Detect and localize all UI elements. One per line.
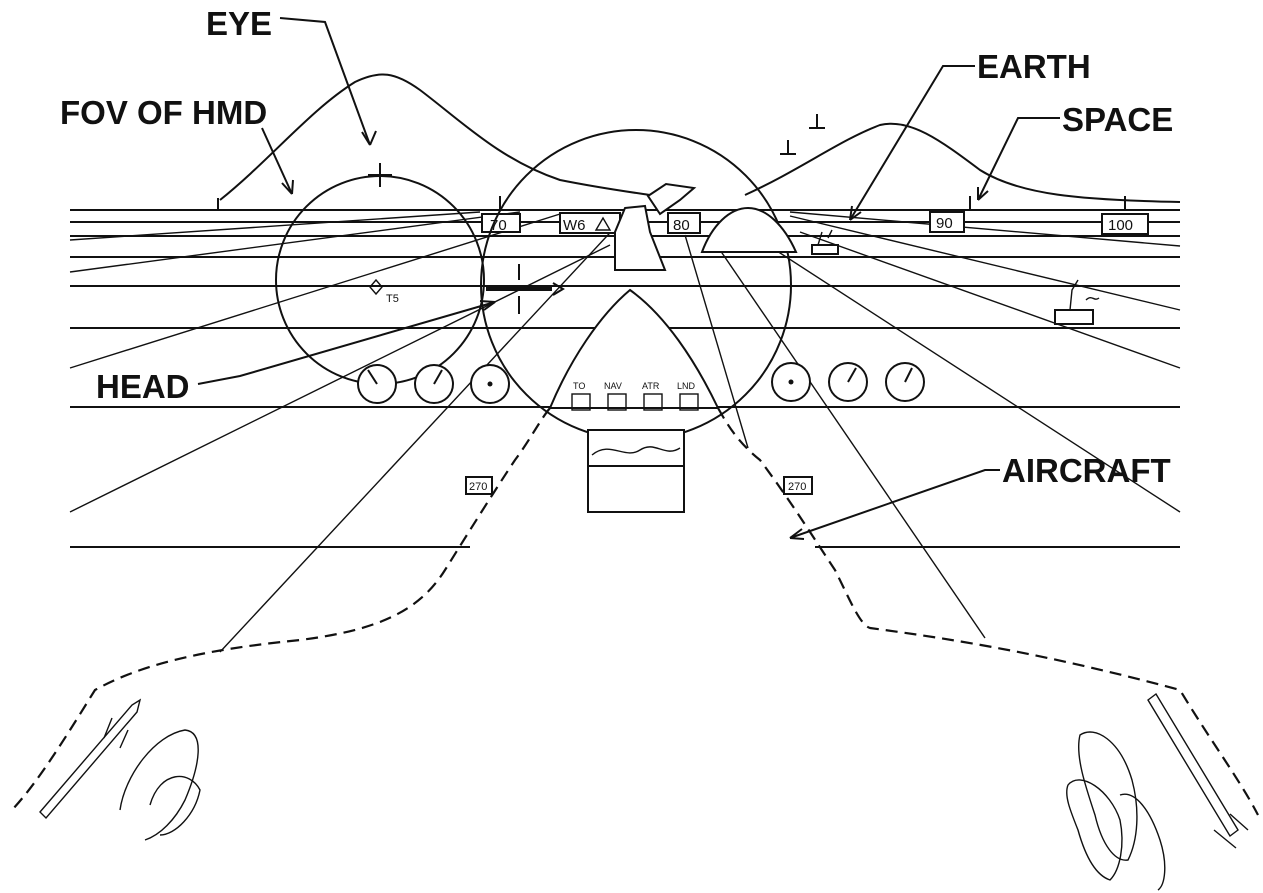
- aircraft-outline-left: [11, 407, 551, 811]
- range-box-right: 270: [783, 476, 813, 495]
- aircraft-nose: [548, 288, 720, 409]
- button-label-nav: NAV: [604, 381, 622, 391]
- mode-panel: TO NAV ATR LND: [571, 381, 699, 411]
- range-box-left: 270: [465, 476, 493, 495]
- heading-scale: 70 W6 80 90 100: [217, 196, 1149, 235]
- waypoint-triangle: [594, 216, 612, 231]
- ground-target-1: [811, 229, 839, 255]
- waypoint-label: W6: [563, 217, 586, 234]
- mountain-left: [219, 73, 651, 201]
- button-atr[interactable]: [643, 393, 663, 411]
- gauges-left: [357, 364, 510, 404]
- center-display: [587, 429, 685, 513]
- fov-circle-left: [275, 175, 485, 385]
- missile-left: [39, 698, 142, 820]
- gauges-right: [771, 362, 925, 402]
- button-nav[interactable]: [607, 393, 627, 411]
- head-crosshair: [486, 264, 565, 314]
- target-t5: T5: [369, 278, 399, 305]
- eye-reticle: [368, 163, 392, 187]
- label-eye: EYE: [206, 5, 272, 42]
- callout-lines: [197, 17, 1060, 540]
- heading-80: 80: [673, 217, 690, 234]
- button-label-atr: ATR: [642, 381, 660, 391]
- button-label-lnd: LND: [677, 381, 696, 391]
- heading-90: 90: [936, 215, 953, 232]
- label-fov-of-hmd: FOV OF HMD: [60, 94, 267, 131]
- bombs-right: [1066, 731, 1166, 891]
- label-head: HEAD: [96, 368, 190, 405]
- bombs-left: [119, 729, 201, 841]
- aircraft-symbol: [614, 182, 697, 271]
- label-aircraft: AIRCRAFT: [1002, 452, 1171, 489]
- button-to[interactable]: [571, 393, 591, 411]
- aircraft-outline-right: [717, 407, 1259, 816]
- button-label-to: TO: [573, 381, 585, 391]
- missile-right: [1147, 692, 1249, 849]
- heading-100: 100: [1108, 217, 1133, 234]
- ground-target-2: [1054, 279, 1100, 325]
- svg-text:T5: T5: [386, 293, 399, 305]
- label-earth: EARTH: [977, 48, 1091, 85]
- label-space: SPACE: [1062, 101, 1173, 138]
- mountain-right: [744, 122, 1181, 203]
- button-lnd[interactable]: [679, 393, 699, 411]
- earth-dome: [700, 206, 798, 253]
- svg-text:270: 270: [469, 481, 487, 493]
- svg-text:270: 270: [788, 481, 806, 493]
- sky-markers: [780, 114, 825, 155]
